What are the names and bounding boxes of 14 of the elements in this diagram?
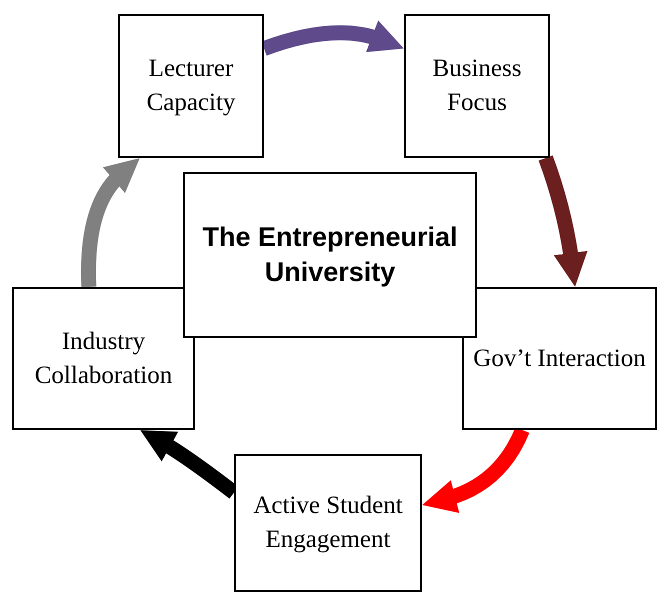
process-box [234, 454, 422, 592]
process-box [404, 14, 550, 158]
process-box [462, 287, 657, 430]
process-box [118, 14, 264, 158]
process-box [12, 287, 195, 430]
box-label: Lecturer Capacity [146, 54, 236, 118]
curved-arrow [538, 155, 588, 287]
box-label: Business Focus [432, 54, 522, 118]
curved-arrow [81, 157, 139, 288]
box-label: Active Student Engagement [252, 491, 404, 555]
box-label: The Entrepreneurial University [201, 220, 459, 289]
box-label: Industry Collaboration [34, 326, 174, 390]
box-label: Gov’t Interaction [473, 344, 646, 374]
title-box [183, 172, 477, 338]
